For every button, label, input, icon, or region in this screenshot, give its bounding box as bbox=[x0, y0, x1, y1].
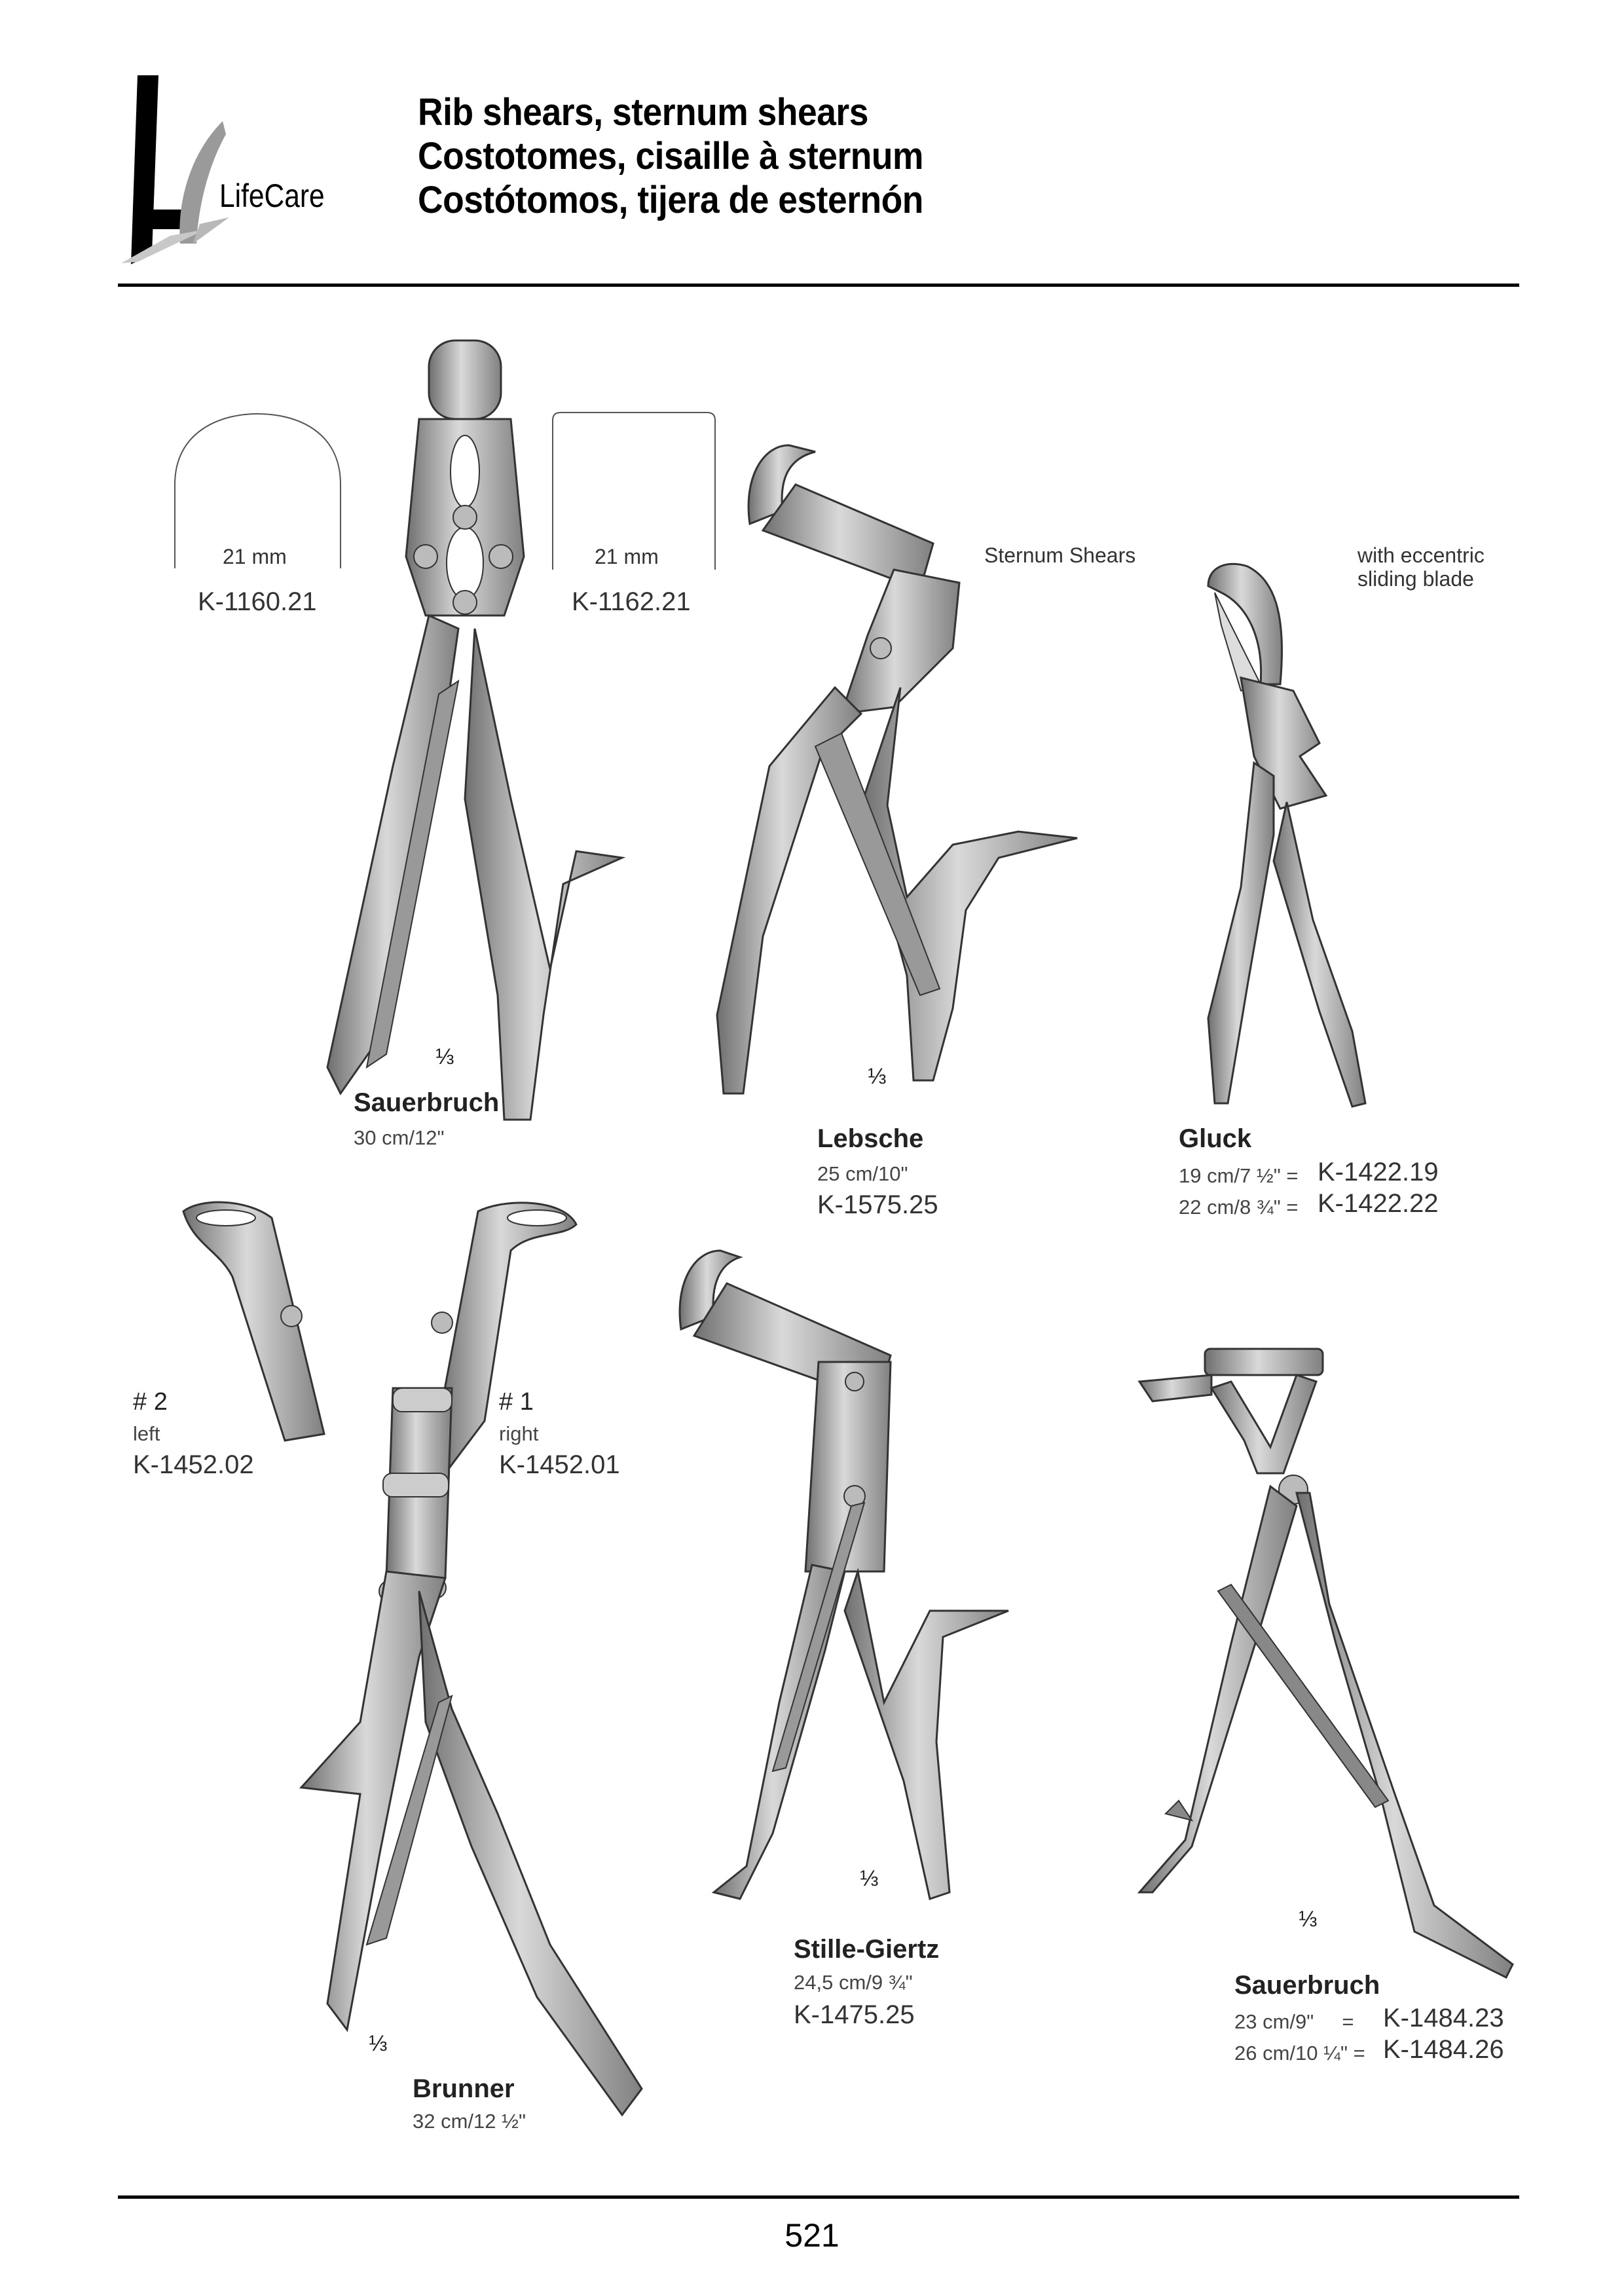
rounded-blade-profile-icon bbox=[174, 413, 341, 568]
square-blade-profile-icon bbox=[552, 412, 716, 570]
jaw-number: # 2 bbox=[133, 1388, 168, 1416]
scale-label: ⅓ bbox=[435, 1044, 454, 1069]
instrument-name: Gluck bbox=[1179, 1124, 1252, 1153]
header-rule bbox=[118, 284, 1519, 287]
product-code: K-1452.01 bbox=[499, 1450, 620, 1479]
variant-size: 19 cm/7 ½" = bbox=[1179, 1164, 1299, 1187]
jaw-side: left bbox=[133, 1422, 160, 1445]
instrument-name: Brunner bbox=[413, 2074, 515, 2103]
logo: LifeCare bbox=[115, 72, 377, 268]
scale-label: ⅓ bbox=[860, 1866, 879, 1891]
profile-width-label: 21 mm bbox=[595, 545, 659, 568]
lebsche-sternum-shears-illustration bbox=[716, 444, 1078, 1095]
product-code: K-1160.21 bbox=[198, 587, 317, 616]
instrument-size: 24,5 cm/9 ¾" bbox=[794, 1971, 913, 1994]
scale-label: ⅓ bbox=[369, 2031, 388, 2056]
jaw-number: # 1 bbox=[499, 1388, 534, 1416]
product-code: K-1484.23 bbox=[1383, 2004, 1504, 2032]
variant-size: 26 cm/10 ¼" = bbox=[1234, 2042, 1365, 2065]
variant-size: 23 cm/9" = bbox=[1234, 2010, 1354, 2033]
stille-giertz-rib-shears-illustration bbox=[678, 1249, 1009, 1900]
product-code: K-1422.19 bbox=[1318, 1158, 1439, 1186]
instrument-name: Sauerbruch bbox=[1234, 1971, 1380, 2000]
instrument-note: Sternum Shears bbox=[984, 543, 1136, 567]
instrument-name: Sauerbruch bbox=[354, 1088, 500, 1117]
footer-rule bbox=[118, 2195, 1519, 2199]
scale-label: ⅓ bbox=[868, 1064, 887, 1089]
instrument-size: 32 cm/12 ½" bbox=[413, 2110, 526, 2133]
instrument-note-line: with eccentric bbox=[1357, 543, 1485, 567]
product-code: K-1162.21 bbox=[572, 587, 691, 616]
sauerbruch-rib-shears-illustration bbox=[326, 339, 626, 1121]
logo-mark-icon bbox=[121, 75, 229, 265]
title-english: Rib shears, sternum shears bbox=[418, 91, 868, 134]
product-code: K-1452.02 bbox=[133, 1450, 254, 1479]
product-code: K-1422.22 bbox=[1318, 1189, 1439, 1218]
variant-size: 22 cm/8 ¾" = bbox=[1179, 1196, 1299, 1219]
jaw-side: right bbox=[499, 1422, 539, 1445]
profile-width-label: 21 mm bbox=[223, 545, 287, 568]
title-spanish: Costótomos, tijera de esternón bbox=[418, 179, 923, 221]
logo-text: LifeCare bbox=[219, 177, 325, 214]
instrument-name: Stille-Giertz bbox=[794, 1935, 940, 1964]
gluck-rib-shears-illustration bbox=[1207, 562, 1367, 1108]
title-french: Costotomes, cisaille à sternum bbox=[418, 135, 924, 177]
product-code: K-1475.25 bbox=[794, 2000, 915, 2029]
instrument-size: 25 cm/10" bbox=[817, 1162, 908, 1185]
brunner-left-jaw-illustration bbox=[182, 1201, 325, 1442]
brunner-rib-shears-illustration bbox=[299, 1202, 643, 2117]
instrument-note-line: sliding blade bbox=[1357, 567, 1474, 591]
product-code: K-1484.26 bbox=[1383, 2035, 1504, 2064]
product-code: K-1575.25 bbox=[817, 1190, 938, 1219]
instrument-name: Lebsche bbox=[817, 1124, 924, 1153]
instrument-size: 30 cm/12" bbox=[354, 1126, 445, 1149]
sauerbruch-sternum-shears-illustration bbox=[1137, 1348, 1514, 1979]
scale-label: ⅓ bbox=[1299, 1907, 1318, 1932]
page-number: 521 bbox=[784, 2217, 840, 2254]
